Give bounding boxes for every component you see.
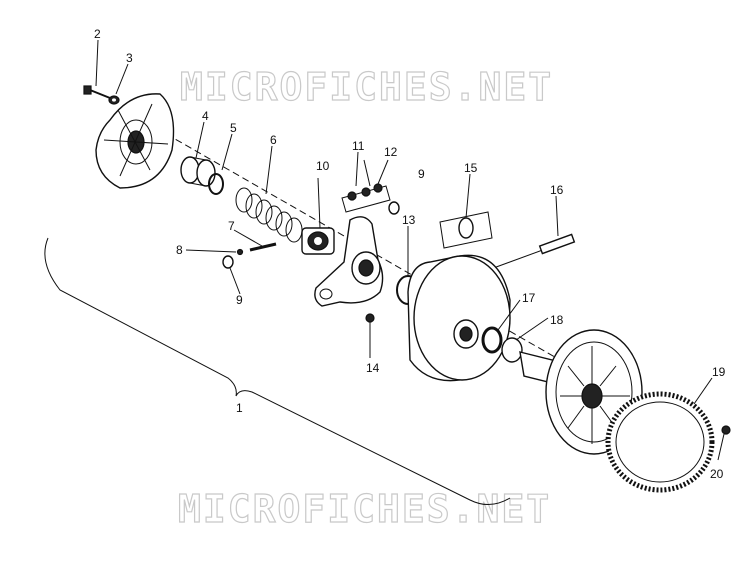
pin-part	[249, 242, 277, 252]
small-pin-part	[236, 248, 244, 256]
assembly-bracket	[44, 237, 511, 505]
callout-7: 7	[228, 219, 235, 233]
sheave-bushing-part	[481, 326, 503, 354]
washer-part	[108, 95, 120, 105]
watermark-top: MICROFICHES.NET	[180, 65, 553, 109]
weights-part	[341, 183, 391, 213]
leader-lines	[95, 39, 725, 461]
ring-gear-part	[605, 391, 715, 493]
callout-4: 4	[202, 109, 209, 123]
callout-9-secondary: 9	[418, 167, 425, 181]
label-part	[439, 211, 493, 249]
callout-1: 1	[236, 401, 243, 415]
callout-9: 9	[236, 293, 243, 307]
long-bolt-part	[487, 233, 576, 271]
center-axis-line	[127, 111, 561, 361]
ring-gear-screw-part	[721, 425, 731, 435]
snap-ring-part	[208, 173, 224, 195]
callout-12: 12	[384, 145, 398, 159]
callout-16: 16	[550, 183, 564, 197]
callout-18: 18	[550, 313, 564, 327]
callout-15: 15	[464, 161, 478, 175]
callout-17: 17	[522, 291, 536, 305]
callout-20: 20	[710, 467, 724, 481]
callout-6: 6	[270, 133, 277, 147]
callout-11: 11	[352, 139, 365, 153]
watermark-bottom: MICROFICHES.NET	[178, 487, 551, 531]
roller-part-2	[388, 201, 400, 215]
spring-part	[235, 187, 303, 243]
callout-14: 14	[366, 361, 380, 375]
drive-sheave-part	[407, 254, 511, 382]
spacer-part	[501, 337, 523, 363]
callout-10: 10	[316, 159, 330, 173]
callout-13: 13	[402, 213, 416, 227]
callout-3: 3	[126, 51, 133, 65]
cam-arm-part	[314, 216, 384, 307]
callout-2: 2	[94, 27, 101, 41]
callout-8: 8	[176, 243, 183, 257]
cover-plate-part	[95, 93, 175, 189]
screw-part	[365, 313, 375, 323]
callout-19: 19	[712, 365, 726, 379]
bushing-part	[180, 156, 216, 187]
roller-part	[222, 255, 234, 269]
bolt-part	[83, 85, 111, 99]
spider-part	[301, 227, 335, 255]
callout-5: 5	[230, 121, 237, 135]
